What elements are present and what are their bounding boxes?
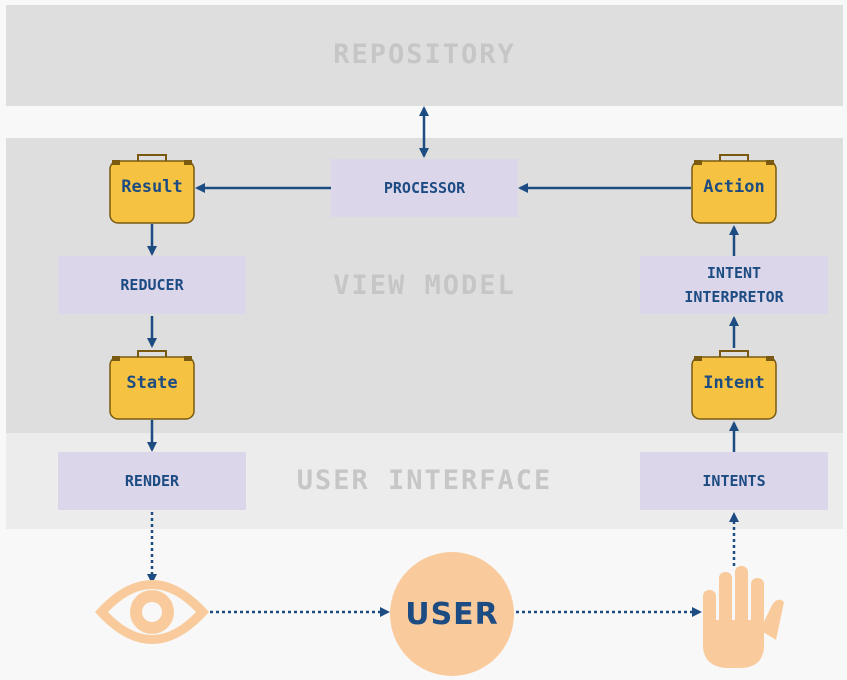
briefcase-icon [691, 154, 777, 224]
user-node: USER [390, 552, 514, 676]
briefcase-icon [109, 350, 195, 420]
view-model-label: VIEW MODEL [333, 270, 516, 301]
hand-icon [703, 566, 784, 668]
user-label: USER [405, 596, 499, 632]
intent-case: Intent [691, 348, 777, 420]
result-label: Result [121, 177, 183, 197]
intent-interpretor-label: INTENT INTERPRETOR [684, 264, 784, 306]
state-label: State [126, 373, 178, 393]
action-label: Action [703, 177, 765, 197]
render-box: RENDER [58, 452, 246, 510]
state-case: State [109, 348, 195, 420]
processor-box: PROCESSOR [331, 159, 518, 217]
action-case: Action [691, 152, 777, 224]
repository-label: REPOSITORY [333, 39, 516, 70]
result-case: Result [109, 152, 195, 224]
reducer-box: REDUCER [58, 256, 246, 314]
user-interface-label: USER INTERFACE [296, 465, 553, 496]
repository-band: REPOSITORY [6, 5, 843, 106]
intent-label: Intent [703, 373, 765, 393]
intent-interpretor-box: INTENT INTERPRETOR [640, 256, 828, 314]
briefcase-icon [691, 350, 777, 420]
intents-box: INTENTS [640, 452, 828, 510]
eye-icon [95, 580, 209, 644]
briefcase-icon [109, 154, 195, 224]
